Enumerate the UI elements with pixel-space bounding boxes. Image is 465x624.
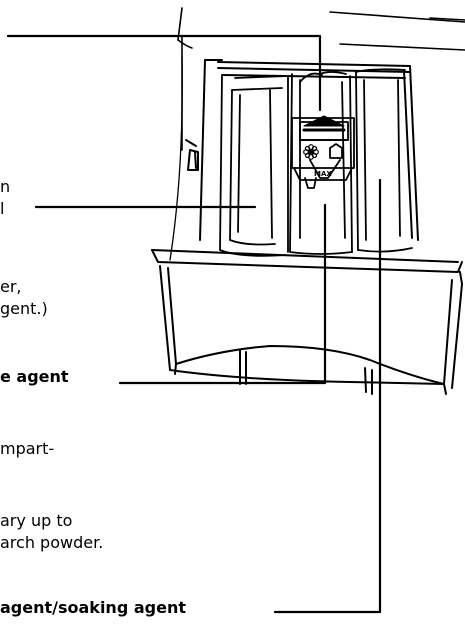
softener-compartment <box>356 69 412 251</box>
prewash-compartment <box>220 76 288 256</box>
leader-line-main-wash <box>120 205 325 383</box>
flower-icon <box>304 145 319 160</box>
max-label: MAX <box>314 170 332 178</box>
leader-line-top <box>8 36 320 110</box>
drawer-left-side <box>186 60 222 240</box>
machine-housing <box>170 8 465 260</box>
drawer-front-panel <box>152 250 462 394</box>
